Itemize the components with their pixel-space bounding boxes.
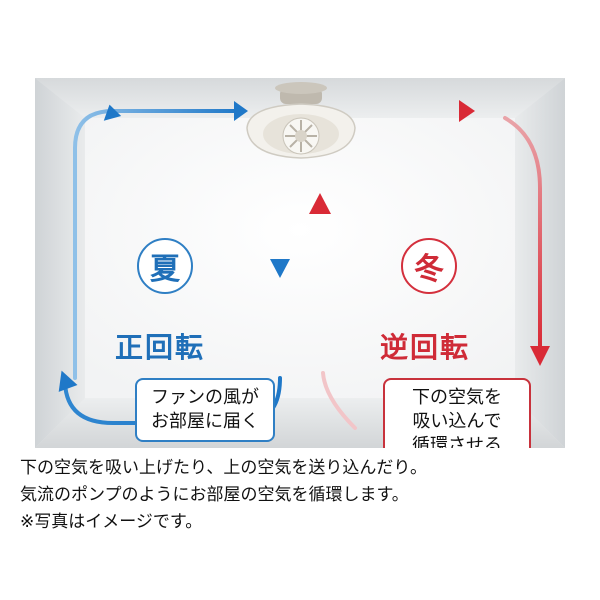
caption-block: 下の空気を吸い上げたり、上の空気を送り込んだり。 気流のポンプのようにお部屋の空… bbox=[20, 455, 590, 536]
summer-rotation-label: 正回転 bbox=[115, 331, 206, 364]
winter-description-line: 循環させる bbox=[412, 435, 502, 448]
summer-season-label: 夏 bbox=[150, 252, 180, 287]
winter-rotation-label: 逆回転 bbox=[380, 331, 471, 364]
winter-description-line: 吸い込んで bbox=[412, 411, 502, 432]
winter-badge: 冬 bbox=[401, 238, 457, 294]
winter-season-label: 冬 bbox=[414, 252, 444, 287]
caption-note: ※写真はイメージです。 bbox=[20, 512, 203, 532]
caption-line: 下の空気を吸い上げたり、上の空気を送り込んだり。 bbox=[20, 458, 427, 478]
summer-description-box: ファンの風が お部屋に届く bbox=[135, 378, 275, 442]
summer-arrowheads bbox=[58, 101, 290, 392]
summer-description-line: ファンの風が bbox=[151, 387, 259, 408]
summer-description-line: お部屋に届く bbox=[151, 411, 259, 432]
room-illustration: 夏 冬 正回転 逆回転 ファンの風が お部屋に届く 下の空気を 吸い込んで 循環… bbox=[35, 78, 565, 448]
ceiling-fan-icon bbox=[246, 82, 356, 159]
caption-line: 気流のポンプのようにお部屋の空気を循環します。 bbox=[20, 485, 409, 505]
winter-description-line: 下の空気を bbox=[412, 387, 502, 408]
winter-description-box: 下の空気を 吸い込んで 循環させる bbox=[383, 378, 531, 448]
summer-badge: 夏 bbox=[137, 238, 193, 294]
